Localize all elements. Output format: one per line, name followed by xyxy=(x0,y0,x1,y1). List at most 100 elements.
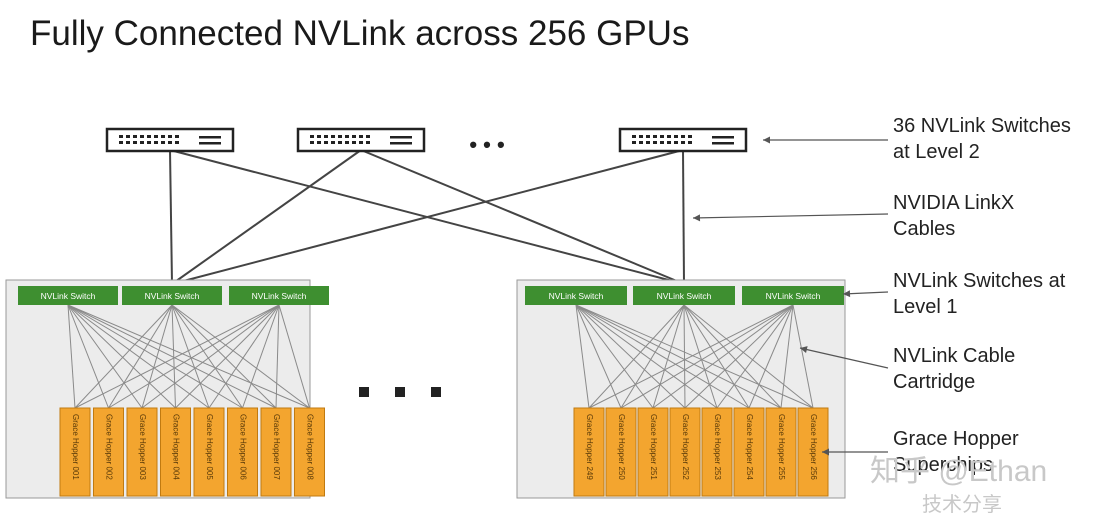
switch-port xyxy=(317,135,321,138)
linkx-cable xyxy=(360,149,685,285)
cartridge-cable xyxy=(74,304,173,409)
cartridge-cable xyxy=(175,304,280,409)
cartridge-cable xyxy=(67,304,76,409)
cartridge-cable xyxy=(683,304,814,409)
annotation-arrow-head xyxy=(693,214,701,222)
label-level2-line1: 36 NVLink Switches xyxy=(893,115,1071,137)
gpu-superchip-label: Grace Hopper 256 xyxy=(809,414,818,480)
level1-switch-label: NVLink Switch xyxy=(549,291,604,301)
cartridge-cable xyxy=(652,304,685,409)
gpu-superchip xyxy=(573,407,605,497)
gpu-superchip-label: Grace Hopper 008 xyxy=(305,414,314,480)
cartridge-cable xyxy=(588,304,794,409)
switch-port xyxy=(646,141,650,144)
cartridge-cable xyxy=(171,304,243,409)
switch-bar xyxy=(390,142,412,145)
switch-port xyxy=(359,141,363,144)
cartridge-cable xyxy=(575,304,750,409)
switch-port xyxy=(161,135,165,138)
gpu-superchip xyxy=(605,407,637,497)
switch-port xyxy=(119,141,123,144)
level1-switch xyxy=(18,286,118,305)
cartridge-cable xyxy=(575,304,686,409)
switch-port xyxy=(161,141,165,144)
label-superchip-line1: Grace Hopper xyxy=(893,428,1019,450)
gpu-superchip xyxy=(59,407,91,497)
cartridge-cable xyxy=(67,304,109,409)
cartridge-cable xyxy=(171,304,310,409)
label-cable-cartridge: NVLink Cable Cartridge xyxy=(893,343,1015,395)
label-level2-line2: at Level 2 xyxy=(893,141,980,163)
level2-switch xyxy=(105,127,235,153)
label-superchip-line2: Superchips xyxy=(893,454,994,476)
gpu-superchip xyxy=(93,407,124,497)
switch-port xyxy=(345,141,349,144)
gpu-superchip-label: Grace Hopper 254 xyxy=(745,414,754,480)
watermark-line1: 知乎 @Ethan xyxy=(870,455,1048,488)
gpu-superchip-label: Grace Hopper 006 xyxy=(238,414,247,480)
switch-port xyxy=(660,141,664,144)
level1-switch-label: NVLink Switch xyxy=(657,291,712,301)
switch-port xyxy=(660,135,664,138)
gpu-superchip-label: Grace Hopper 007 xyxy=(272,414,281,480)
switch-port xyxy=(667,141,671,144)
cartridge-cable xyxy=(242,304,280,409)
gpu-superchip-label: Grace Hopper 005 xyxy=(205,414,214,480)
cartridge-cable xyxy=(141,304,280,409)
switch-port xyxy=(639,135,643,138)
gpu-superchip-label: Grace Hopper 004 xyxy=(171,414,180,480)
switch-port xyxy=(359,135,363,138)
switch-port xyxy=(338,141,342,144)
level1-switch-label: NVLink Switch xyxy=(41,291,96,301)
cartridge-cable xyxy=(171,304,210,409)
switch-port xyxy=(140,135,144,138)
label-linkx-cables: NVIDIA LinkX Cables xyxy=(893,190,1014,242)
label-superchips: Grace Hopper Superchips xyxy=(893,426,1019,478)
cartridge-cable xyxy=(141,304,173,409)
switch-port xyxy=(688,141,692,144)
gpu-superchip xyxy=(765,407,797,497)
switch-port xyxy=(147,141,151,144)
cartridge-cable xyxy=(108,304,173,409)
level1-switch-label: NVLink Switch xyxy=(252,291,307,301)
switch-port xyxy=(168,141,172,144)
switch-port xyxy=(352,141,356,144)
annotation-arrow-head xyxy=(843,290,851,298)
switch-port xyxy=(674,141,678,144)
switch-port xyxy=(331,135,335,138)
linkx-cable xyxy=(169,149,173,285)
label-cartridge-line2: Cartridge xyxy=(893,371,976,393)
cartridge-cable xyxy=(171,304,176,409)
cartridge-cable xyxy=(575,304,590,409)
cartridge-cable xyxy=(684,304,794,409)
level1-switch xyxy=(742,286,844,305)
switch-port xyxy=(133,141,137,144)
label-cartridge-line1: NVLink Cable xyxy=(893,345,1016,367)
gpu-superchip-label: Grace Hopper 002 xyxy=(104,414,113,480)
switch-port xyxy=(175,135,179,138)
annotation-arrow-head xyxy=(822,448,829,456)
cartridge-cable xyxy=(67,304,277,409)
cartridge-cable xyxy=(683,304,718,409)
level2-switch xyxy=(618,127,748,153)
cartridge-cable xyxy=(575,304,718,409)
switch-port xyxy=(338,135,342,138)
cartridge-cable xyxy=(171,304,277,409)
cartridge-cable xyxy=(780,304,794,409)
cartridge-cable xyxy=(588,304,685,409)
gpu-superchip-label: Grace Hopper 252 xyxy=(681,414,690,480)
cartridge-cable xyxy=(683,304,782,409)
switch-port xyxy=(119,135,123,138)
switch-port xyxy=(639,141,643,144)
switch-port xyxy=(140,141,144,144)
linkx-cable xyxy=(682,149,685,285)
label-level1-line1: NVLink Switches at xyxy=(893,270,1066,292)
cartridge-cable xyxy=(792,304,814,409)
switch-bar xyxy=(712,142,734,145)
switch-bar xyxy=(712,136,734,139)
switch-bar xyxy=(390,136,412,139)
cartridge-cable xyxy=(67,304,310,409)
switch-port xyxy=(345,135,349,138)
cartridge-cable xyxy=(620,304,685,409)
